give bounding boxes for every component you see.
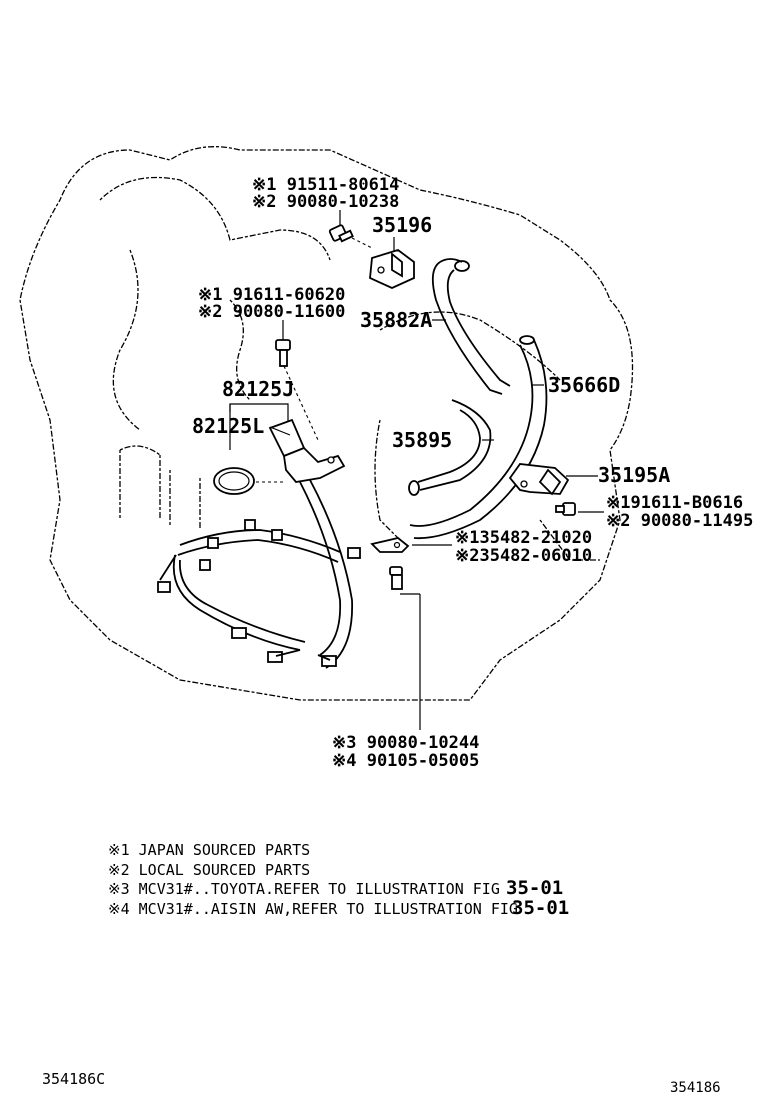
note-2: ※2 LOCAL SOURCED PARTS [108,861,310,879]
footer-left-code: 354186C [42,1070,105,1088]
label-hose-95: 35895 [392,428,452,452]
label-bolt-bottom-4: ※4 90105-05005 [332,751,479,771]
note-3: ※3 MCV31#..TOYOTA.REFER TO ILLUSTRATION … [108,880,500,898]
label-plate-1: ※135482-21020 [455,528,592,548]
note-1: ※1 JAPAN SOURCED PARTS [108,841,310,859]
hose-35895 [408,399,492,496]
label-bracket-a: 35195A [598,463,670,487]
label-bolt-mid-2: ※2 90080-11600 [198,302,345,322]
bolt-right [555,502,576,516]
note-4: ※4 MCV31#..AISIN AW,REFER TO ILLUSTRATIO… [108,900,518,918]
bolt-top [328,224,373,249]
hose-35882a [431,258,511,395]
label-bolt-right-2: ※2 90080-11495 [606,511,753,531]
label-bolt-top-1: ※1 91511-80614 [252,175,399,195]
o-ring [213,467,286,495]
label-plate-2: ※235482-06010 [455,546,592,566]
notes: ※1 JAPAN SOURCED PARTS ※2 LOCAL SOURCED … [108,841,569,919]
wiring-harness [157,479,361,669]
label-bolt-mid-1: ※1 91611-60620 [198,285,345,305]
note-4-ref: 35-01 [512,897,569,919]
label-hose-d: 35666D [548,373,620,397]
leader-lines [229,210,604,730]
label-hose-a: 35882A [360,308,432,332]
plate-35482 [370,537,410,553]
transmission-housing-outline [19,146,634,701]
bracket-35195a [508,463,570,496]
footer-right-code: 354186 [670,1080,721,1096]
label-sensor-l: 82125L [192,414,264,438]
label-sensor-j: 82125J [222,377,294,401]
speed-sensor [268,418,346,483]
bolt-mid [275,339,319,441]
label-bolt-right-1: ※191611-B0616 [606,493,743,513]
label-bolt-bottom-3: ※3 90080-10244 [332,733,479,753]
label-clamp: 35196 [372,213,432,237]
clamp-35196 [369,249,415,289]
note-3-ref: 35-01 [506,877,563,899]
bolt-bottom [389,566,403,590]
label-bolt-top-2: ※2 90080-10238 [252,192,399,212]
